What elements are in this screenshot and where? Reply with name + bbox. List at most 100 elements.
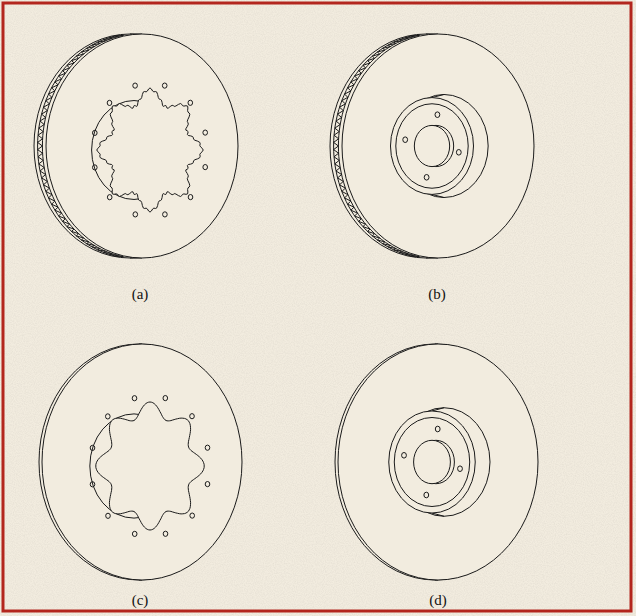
- vent-vane: [67, 63, 74, 66]
- vent-vane: [49, 91, 55, 94]
- vent-vane: [334, 132, 339, 136]
- vent-vane: [63, 221, 70, 224]
- vent-vane: [336, 118, 342, 122]
- subfigure-label: (b): [428, 286, 446, 303]
- disc-front-face: [42, 344, 242, 580]
- hat-ring: [396, 104, 468, 188]
- vent-vane: [52, 88, 55, 91]
- vent-vane: [345, 198, 351, 201]
- vent-vane: [39, 128, 43, 132]
- vent-vane: [76, 54, 83, 56]
- vent-vane: [38, 153, 43, 157]
- vent-vane: [59, 76, 62, 79]
- vent-vane: [46, 97, 52, 100]
- bolt-hole: [203, 165, 208, 170]
- vent-vane: [335, 164, 340, 168]
- vent-vane: [334, 135, 339, 139]
- hat-face: [390, 98, 473, 195]
- vent-vane: [44, 107, 48, 110]
- bolt-hole: [402, 453, 407, 459]
- disc-front-face: [342, 34, 534, 258]
- vent-vane: [44, 104, 50, 107]
- vent-vane: [359, 221, 366, 224]
- vent-vane: [368, 58, 375, 60]
- vent-vane: [98, 250, 106, 251]
- vent-vane: [338, 111, 344, 115]
- vent-vane: [338, 175, 342, 178]
- vent-vane: [39, 125, 44, 129]
- vent-vane: [46, 101, 50, 104]
- bolt-hole: [132, 396, 137, 401]
- vent-vane: [39, 164, 44, 168]
- bolt-hole: [106, 513, 111, 518]
- bolt-hole: [163, 531, 168, 536]
- vent-vane: [342, 191, 348, 194]
- vent-vane: [359, 68, 366, 71]
- vent-vane: [394, 250, 402, 251]
- bolt-hole: [93, 165, 98, 170]
- vent-vane: [104, 252, 112, 253]
- vent-vane: [40, 118, 46, 122]
- vent-vane: [44, 181, 48, 184]
- vent-vane: [345, 94, 348, 97]
- vent-vane: [338, 114, 342, 117]
- bolt-hole: [132, 531, 137, 536]
- bolt-hole: [403, 137, 408, 143]
- vent-vane: [372, 236, 379, 238]
- vent-vane: [44, 185, 50, 188]
- vent-vane: [42, 178, 48, 182]
- vent-vane: [340, 107, 344, 110]
- vent-vane: [67, 227, 74, 230]
- bolt-hole: [190, 414, 195, 419]
- bolt-hole: [424, 492, 429, 498]
- vent-vane: [104, 39, 112, 40]
- vent-vane: [59, 73, 66, 76]
- vent-vane: [351, 79, 358, 82]
- vent-vane: [359, 219, 362, 222]
- vent-vane: [39, 160, 43, 164]
- disc-front-face: [338, 344, 538, 580]
- vent-vane: [377, 50, 384, 52]
- bolt-hole: [458, 466, 463, 472]
- vent-vane: [340, 181, 344, 184]
- vent-vane: [55, 82, 58, 85]
- vent-vane: [355, 213, 358, 216]
- vent-vane: [336, 121, 340, 125]
- vent-vane: [98, 41, 106, 42]
- bolt-hole: [456, 150, 461, 156]
- bolt-hole: [435, 426, 440, 432]
- vent-vane: [40, 121, 44, 125]
- vent-vane: [334, 150, 339, 154]
- vent-vane: [63, 71, 66, 74]
- bolt-hole: [188, 100, 193, 105]
- vent-vane: [348, 204, 354, 207]
- vent-vane: [59, 213, 62, 216]
- vent-vane: [52, 201, 55, 204]
- vent-vane: [72, 58, 79, 60]
- vent-vane: [351, 82, 354, 85]
- vent-vane: [38, 142, 43, 146]
- vent-vane: [336, 168, 340, 172]
- vent-vane: [49, 195, 52, 198]
- hat-edge: [432, 94, 444, 97]
- vent-vane: [40, 168, 44, 172]
- vent-vane: [42, 111, 48, 115]
- vent-vane: [81, 50, 88, 52]
- hat-edge: [432, 513, 444, 516]
- vent-vane: [351, 207, 354, 210]
- vent-vane: [388, 247, 396, 249]
- vent-vane: [400, 39, 408, 40]
- vent-vane: [355, 216, 362, 219]
- bolt-hole: [90, 482, 95, 487]
- vent-vane: [334, 142, 339, 146]
- vent-vane: [359, 71, 362, 74]
- brake-disc: [34, 34, 238, 258]
- vent-vane: [63, 68, 70, 71]
- vent-vane: [372, 54, 379, 56]
- vent-vane: [348, 85, 354, 88]
- bolt-hole: [106, 414, 111, 419]
- centre-bore: [414, 125, 449, 166]
- bolt-hole: [163, 396, 168, 401]
